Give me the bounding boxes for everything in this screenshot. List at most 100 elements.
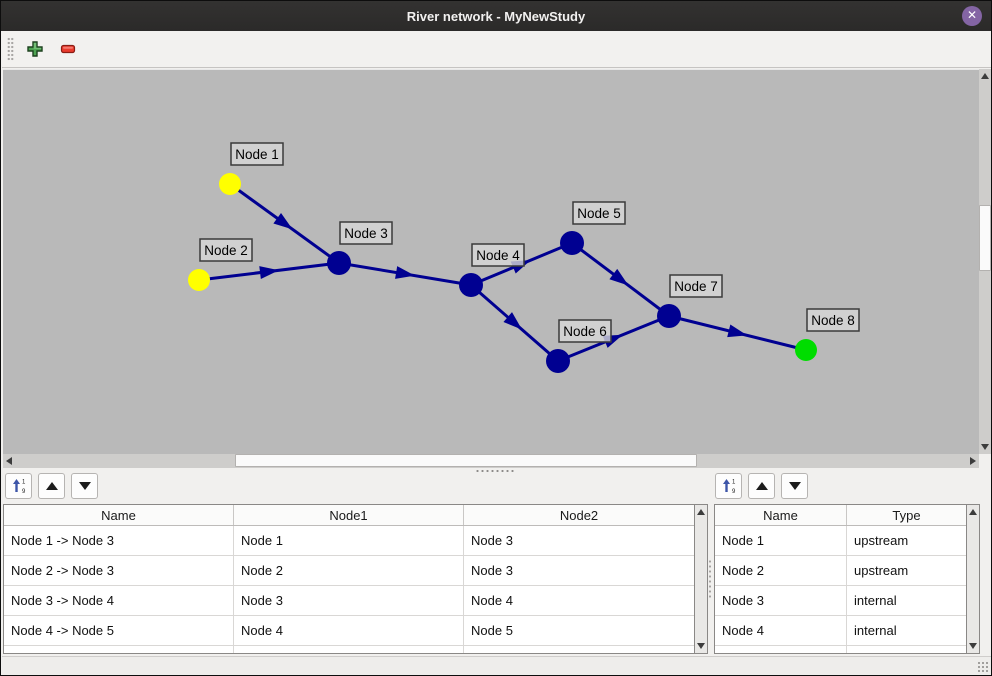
column-header-name[interactable]: Name bbox=[715, 505, 847, 525]
node-label: Node 4 bbox=[476, 248, 520, 263]
table-cell[interactable]: Node 3 bbox=[471, 533, 513, 548]
sort-ascending-icon: 1 9 bbox=[722, 479, 736, 494]
horizontal-splitter-handle[interactable] bbox=[475, 469, 515, 473]
table-cell[interactable]: Node 2 -> Node 3 bbox=[4, 556, 234, 585]
branches-toolbar: 1 9 bbox=[5, 473, 98, 499]
nodes-move-up-button[interactable] bbox=[748, 473, 775, 499]
table-cell[interactable]: Node 2 bbox=[234, 556, 464, 585]
nodes-move-down-button[interactable] bbox=[781, 473, 808, 499]
table-cell[interactable] bbox=[715, 646, 847, 653]
nodes-toolbar: 1 9 bbox=[715, 473, 808, 499]
node-circle-node5[interactable] bbox=[560, 231, 584, 255]
table-cell[interactable]: internal bbox=[854, 623, 897, 638]
node-circle-node1[interactable] bbox=[219, 173, 241, 195]
table-row[interactable] bbox=[715, 646, 966, 653]
node-circle-node6[interactable] bbox=[546, 349, 570, 373]
title-bar[interactable]: River network - MyNewStudy ✕ bbox=[1, 1, 991, 31]
down-arrow-icon bbox=[788, 482, 801, 490]
column-header-type[interactable]: Type bbox=[892, 507, 921, 523]
column-header-node2[interactable]: Node2 bbox=[559, 507, 599, 523]
svg-text:1: 1 bbox=[22, 480, 26, 486]
column-header-node1[interactable]: Node1 bbox=[234, 505, 464, 525]
table-cell[interactable]: Node 4 -> Node 5 bbox=[4, 616, 234, 645]
vertical-scroll-thumb[interactable] bbox=[979, 205, 991, 271]
node-label: Node 8 bbox=[811, 313, 855, 328]
table-cell[interactable]: Node 1 bbox=[715, 526, 847, 555]
table-row[interactable]: Node 3 internal bbox=[715, 586, 966, 616]
table-cell[interactable]: Node 4 bbox=[234, 616, 464, 645]
table-cell[interactable]: Node 1 -> Node 3 bbox=[4, 526, 234, 555]
vertical-splitter-handle[interactable] bbox=[708, 559, 713, 599]
table-cell[interactable]: upstream bbox=[854, 533, 909, 548]
edge-arrow-icon bbox=[503, 312, 523, 330]
node-circle-node8[interactable] bbox=[795, 339, 817, 361]
table-row[interactable]: Node 2 upstream bbox=[715, 556, 966, 586]
nodes-sort-button[interactable]: 1 9 bbox=[715, 473, 742, 499]
table-row[interactable] bbox=[4, 646, 694, 653]
node-label-box bbox=[339, 221, 393, 245]
canvas-horizontal-scrollbar[interactable] bbox=[3, 454, 979, 468]
table-cell[interactable]: Node 4 bbox=[715, 616, 847, 645]
branches-move-up-button[interactable] bbox=[38, 473, 65, 499]
horizontal-scroll-thumb[interactable] bbox=[235, 454, 697, 467]
svg-text:9: 9 bbox=[732, 489, 736, 494]
table-cell[interactable] bbox=[464, 646, 694, 653]
toolbar-drag-handle[interactable] bbox=[7, 37, 14, 61]
scroll-down-icon[interactable] bbox=[969, 643, 977, 649]
node-circle-node7[interactable] bbox=[657, 304, 681, 328]
node-label: Node 1 bbox=[235, 147, 279, 162]
table-cell[interactable]: internal bbox=[854, 593, 897, 608]
up-arrow-icon bbox=[45, 482, 58, 490]
node-label-box bbox=[669, 274, 723, 298]
nodes-table-scrollbar[interactable] bbox=[967, 504, 980, 654]
scroll-up-icon[interactable] bbox=[981, 73, 989, 79]
scroll-down-icon[interactable] bbox=[697, 643, 705, 649]
edge-arrow-icon bbox=[609, 268, 629, 286]
table-row[interactable]: Node 1 upstream bbox=[715, 526, 966, 556]
branches-scroll-thumb[interactable] bbox=[695, 505, 707, 583]
branches-sort-button[interactable]: 1 9 bbox=[5, 473, 32, 499]
scroll-up-icon[interactable] bbox=[697, 509, 705, 515]
table-cell[interactable]: Node 3 bbox=[234, 586, 464, 615]
scroll-right-icon[interactable] bbox=[970, 457, 976, 465]
node-label: Node 6 bbox=[563, 324, 607, 339]
node-circle-node2[interactable] bbox=[188, 269, 210, 291]
table-cell[interactable]: Node 5 bbox=[471, 623, 513, 638]
branches-move-down-button[interactable] bbox=[71, 473, 98, 499]
table-row[interactable]: Node 4 internal bbox=[715, 616, 966, 646]
remove-branch-button[interactable] bbox=[55, 36, 81, 62]
table-cell[interactable]: upstream bbox=[854, 563, 909, 578]
table-cell[interactable]: Node 3 bbox=[715, 586, 847, 615]
table-cell[interactable] bbox=[234, 646, 464, 653]
table-cell[interactable]: Node 2 bbox=[715, 556, 847, 585]
table-cell[interactable]: Node 4 bbox=[471, 593, 513, 608]
scroll-up-icon[interactable] bbox=[969, 509, 977, 515]
table-cell[interactable]: Node 3 -> Node 4 bbox=[4, 586, 234, 615]
node-circle-node3[interactable] bbox=[327, 251, 351, 275]
scroll-down-icon[interactable] bbox=[981, 444, 989, 450]
scroll-left-icon[interactable] bbox=[6, 457, 12, 465]
add-branch-button[interactable] bbox=[22, 36, 48, 62]
branches-table-scrollbar[interactable] bbox=[695, 504, 708, 654]
table-cell[interactable] bbox=[847, 646, 966, 653]
table-cell[interactable]: Node 1 bbox=[234, 526, 464, 555]
close-button[interactable]: ✕ bbox=[962, 6, 982, 26]
resize-grip[interactable] bbox=[977, 661, 989, 673]
down-arrow-icon bbox=[78, 482, 91, 490]
node-circle-node4[interactable] bbox=[459, 273, 483, 297]
canvas-vertical-scrollbar[interactable] bbox=[979, 69, 991, 454]
table-cell[interactable]: Node 3 bbox=[471, 563, 513, 578]
add-icon bbox=[27, 41, 43, 57]
table-cell[interactable] bbox=[4, 646, 234, 653]
column-header-name[interactable]: Name bbox=[4, 505, 234, 525]
